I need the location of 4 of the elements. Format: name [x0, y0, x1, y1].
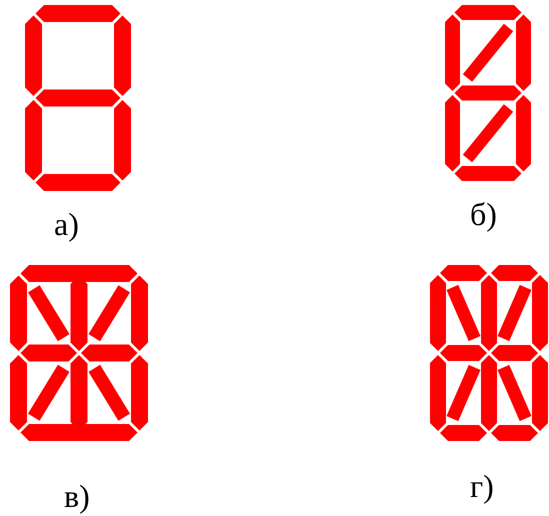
display-caption: б): [470, 198, 497, 230]
display-caption: в): [64, 480, 90, 512]
display-caption: а): [54, 208, 79, 240]
display-caption: г): [470, 470, 494, 502]
